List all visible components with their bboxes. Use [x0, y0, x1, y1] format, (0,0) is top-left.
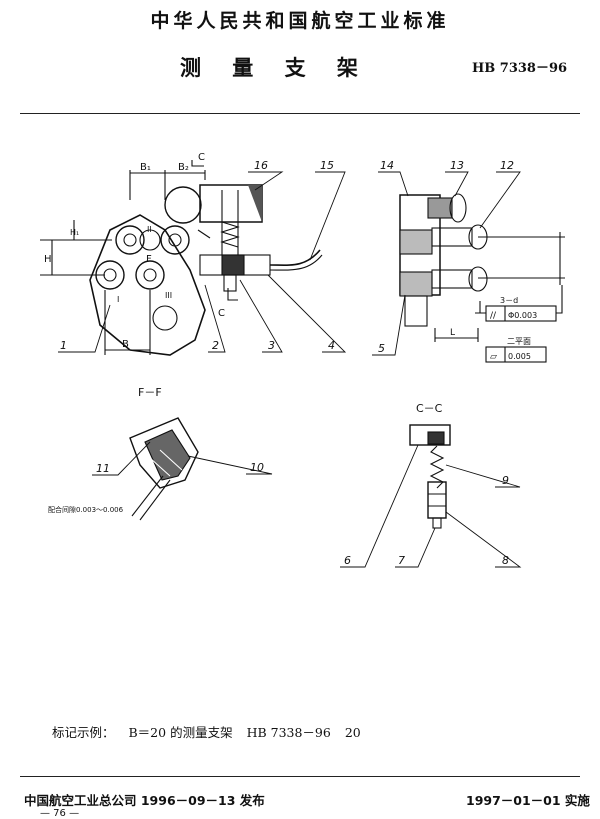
tolerance-2-symbol: ▱: [490, 352, 497, 362]
callout-3: 3: [268, 339, 275, 352]
callout-10: 10: [250, 461, 264, 474]
section-cc: [409, 424, 451, 529]
marking-example-label: 标记示例：: [52, 725, 115, 740]
section-mark-c-top: C: [198, 152, 205, 163]
callout-12: 12: [500, 159, 514, 172]
section-mark-c-bottom: C: [218, 308, 225, 319]
dim-l: L: [450, 328, 455, 338]
tolerance-1-value: Φ0.003: [508, 311, 537, 320]
footer-rule: [20, 776, 580, 777]
standard-name: 中华人民共和国航空工业标准: [150, 10, 450, 32]
dim-h1: H₁: [70, 228, 79, 237]
section-cc-title: C－C: [416, 402, 443, 415]
tolerance-1-label: 3－d: [500, 296, 518, 305]
callout-1: 1: [60, 339, 67, 352]
callout-16: 16: [254, 159, 268, 172]
callout-9: 9: [502, 474, 509, 487]
leader-lines: [58, 171, 522, 568]
document-title: 测 量 支 架: [180, 56, 370, 80]
main-view: [40, 160, 323, 356]
publisher-line: 中国航空工业总公司 1996－09－13 发布: [24, 793, 265, 808]
tolerance-2-value: 0.005: [508, 352, 531, 361]
page-number: — 76 —: [40, 808, 80, 819]
callout-2: 2: [212, 339, 219, 352]
callout-4: 4: [328, 339, 335, 352]
callout-6: 6: [344, 554, 351, 567]
callout-7: 7: [398, 554, 405, 567]
callout-8: 8: [502, 554, 509, 567]
fit-clearance-note: 配合间隙0.003～0.006: [48, 505, 124, 514]
roman-label-ii: II: [147, 225, 152, 234]
callout-11: 11: [96, 462, 110, 475]
header-rule: [20, 113, 580, 114]
side-view: [399, 193, 565, 363]
callout-15: 15: [320, 159, 334, 172]
tolerance-1-symbol: //: [490, 311, 497, 321]
effective-date: 1997－01－01 实施: [466, 793, 590, 808]
dim-b2: B₂: [178, 162, 189, 173]
callout-5: 5: [378, 342, 385, 355]
section-mark-f: F: [146, 254, 152, 265]
dim-b: B: [122, 339, 129, 350]
roman-label-i: I: [117, 295, 119, 304]
marking-example-code: HB 7338－96: [246, 725, 331, 740]
dim-h: H: [44, 254, 52, 265]
marking-example-value: 20: [344, 725, 361, 740]
technical-drawing: B₁ B₂ H₁ H B C C I II III F 3－d // Φ0.00…: [40, 152, 565, 568]
marking-example: 标记示例： B＝20 的测量支架 HB 7338－96 20: [52, 722, 371, 741]
section-ff: [129, 417, 199, 521]
marking-example-text: B＝20 的测量支架: [128, 725, 233, 740]
callout-13: 13: [450, 159, 464, 172]
roman-label-iii: III: [165, 291, 172, 300]
dim-b1: B₁: [140, 162, 151, 173]
standard-code: HB 7338－96: [472, 61, 568, 76]
callout-14: 14: [380, 159, 394, 172]
tolerance-2-label: 二平面: [507, 337, 531, 346]
section-ff-title: F－F: [138, 386, 162, 399]
